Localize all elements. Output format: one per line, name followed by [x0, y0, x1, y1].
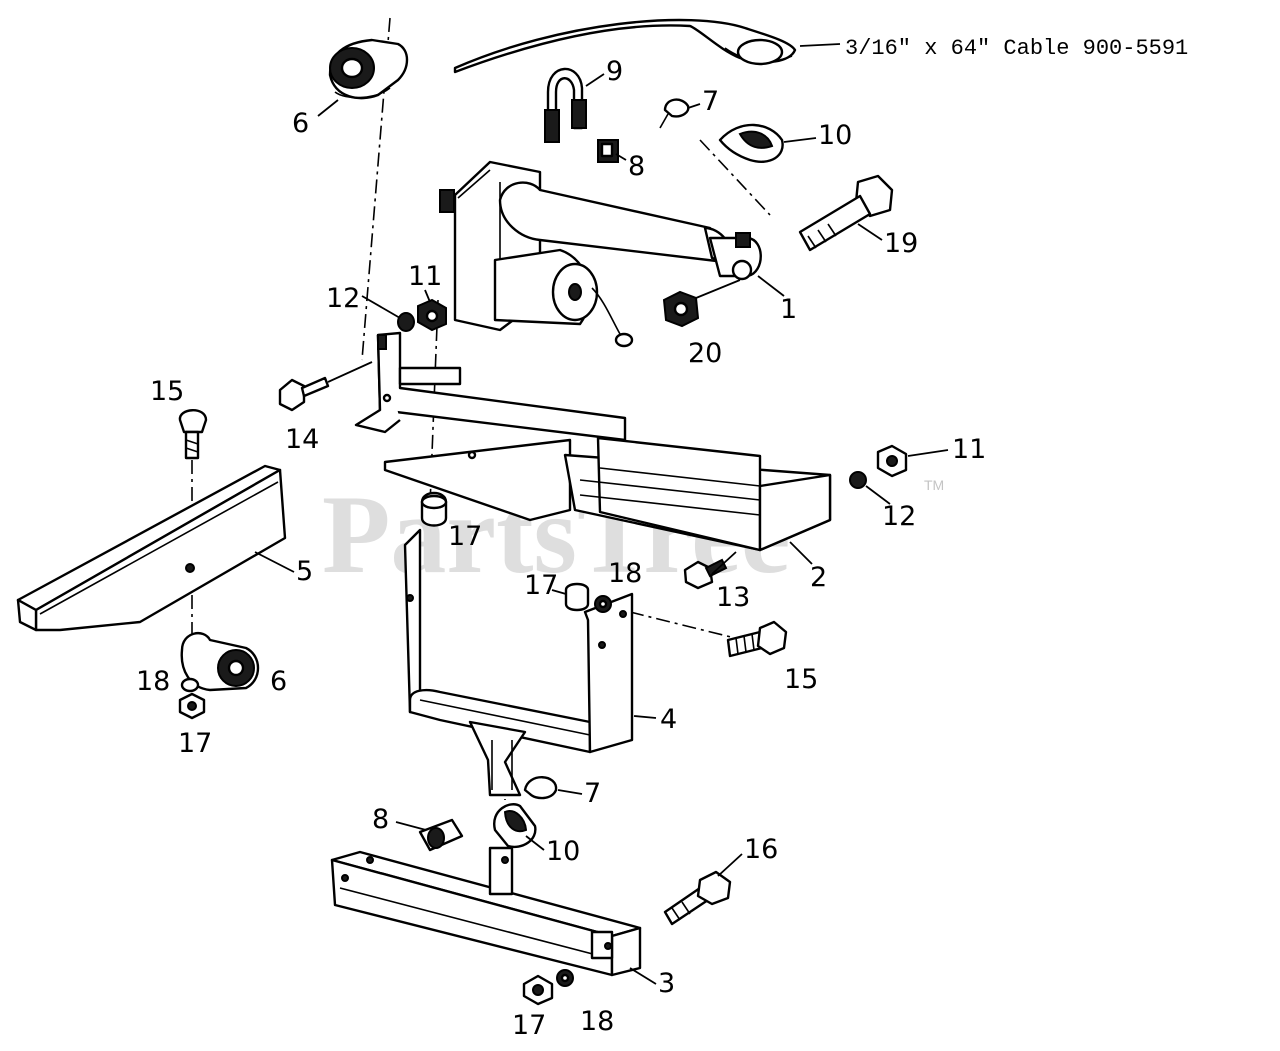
pulley-top-part: [328, 38, 409, 100]
nut-11-upper-part: [417, 298, 447, 332]
callout-17-mid: 17: [448, 521, 482, 552]
cable-label: 3/16" x 64" Cable 900-5591: [845, 36, 1188, 61]
callout-19: 19: [884, 228, 918, 259]
callout-12-upper: 12: [326, 283, 360, 314]
callout-4: 4: [660, 704, 677, 735]
washer-18-mid-right-part: [594, 595, 612, 613]
callout-10-lower: 10: [546, 836, 580, 867]
nut-17-mid-right-part: [564, 582, 590, 612]
callout-5: 5: [296, 556, 313, 587]
callout-18-bottom: 18: [580, 1006, 614, 1037]
callout-8-lower: 8: [372, 804, 389, 835]
callout-17-bottom: 17: [512, 1010, 546, 1041]
bolt-13-part: [683, 558, 728, 590]
callout-2: 2: [810, 562, 827, 593]
callout-15-left: 15: [150, 376, 184, 407]
callout-18-left: 18: [136, 666, 170, 697]
callout-14: 14: [285, 424, 319, 455]
callout-8-top: 8: [628, 151, 645, 182]
nut-17-bottom-part: [522, 974, 554, 1006]
base-bracket-part: [330, 846, 642, 977]
callout-17-mid-right: 17: [524, 570, 558, 601]
bolt-14-part: [278, 376, 330, 412]
callout-17-left: 17: [178, 728, 212, 759]
washer-12-right-part: [849, 471, 867, 489]
clevis-lower-part: [493, 803, 537, 849]
callout-3: 3: [658, 968, 675, 999]
washer-18-bottom-part: [556, 969, 574, 987]
trademark: TM: [924, 477, 944, 493]
callout-6-top: 6: [292, 108, 309, 139]
cable-leader: [799, 43, 841, 47]
clevis-pin-lower-part: [418, 818, 464, 852]
callout-11-upper: 11: [408, 261, 442, 292]
callout-18-mid-right: 18: [608, 558, 642, 589]
callout-6-lower: 6: [270, 666, 287, 697]
washer-12-upper-part: [397, 312, 415, 332]
bolt-15-right-part: [726, 620, 788, 658]
u-bolt-part: [544, 67, 587, 143]
u-frame-part: [403, 528, 634, 797]
bolt-19-part: [798, 174, 894, 252]
nut-20-part: [662, 290, 700, 328]
callout-9: 9: [606, 56, 623, 87]
mount-bracket-part: [354, 331, 832, 552]
callout-1: 1: [780, 294, 797, 325]
callout-20: 20: [688, 338, 722, 369]
callout-7-top: 7: [702, 86, 719, 117]
pulley-lower-part: [180, 631, 260, 692]
callout-16: 16: [744, 834, 778, 865]
hairpin-clip-lower-part: [523, 776, 558, 800]
channel-beam-part: [16, 464, 287, 632]
clevis-top-part: [718, 123, 784, 163]
hairpin-clip-top-part: [659, 98, 690, 129]
callout-13: 13: [716, 582, 750, 613]
callout-15-right: 15: [784, 664, 818, 695]
callout-12-right: 12: [882, 501, 916, 532]
clevis-pin-top-part: [597, 139, 619, 163]
actuator-part: [439, 160, 762, 348]
nut-11-right-part: [876, 444, 908, 478]
callout-7-lower: 7: [584, 778, 601, 809]
cable-part: [453, 18, 797, 74]
callout-11-right: 11: [952, 434, 986, 465]
washer-18-left-part: [180, 677, 200, 693]
spacer-17-mid-part: [420, 491, 448, 527]
bolt-16-part: [663, 870, 732, 926]
nut-17-left-part: [178, 692, 206, 720]
callout-10-top: 10: [818, 120, 852, 151]
bolt-15-left-part: [178, 409, 208, 460]
